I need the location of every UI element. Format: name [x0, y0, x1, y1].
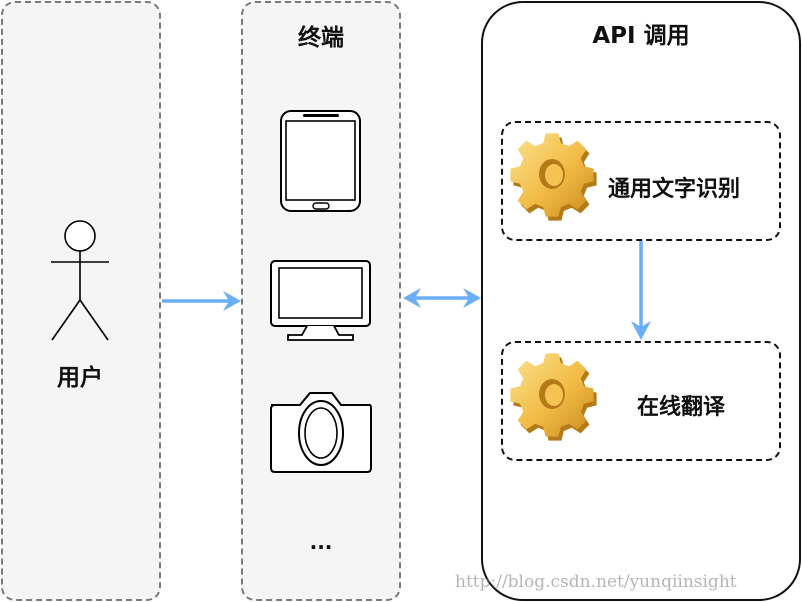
- translate-service-label: 在线翻译: [637, 395, 726, 420]
- ocr-to-translate-arrow: [631, 241, 651, 340]
- terminal-more-label: ...: [309, 530, 333, 554]
- terminal-api-bidirectional-arrow: [403, 288, 481, 308]
- api-title: API 调用: [592, 23, 690, 49]
- monitor-icon: [270, 260, 371, 341]
- user-label: 用户: [57, 365, 103, 391]
- gear-icon: [510, 133, 597, 221]
- user-to-terminal-arrow: [162, 291, 241, 311]
- camera-icon: [270, 392, 372, 473]
- watermark-text: http://blog.csdn.net/yunqiinsight: [455, 572, 737, 592]
- ocr-service-label: 通用文字识别: [608, 177, 741, 202]
- user-stick-figure-icon: [51, 220, 109, 341]
- tablet-icon: [280, 110, 361, 212]
- terminal-title: 终端: [298, 25, 344, 51]
- gear-icon: [510, 353, 597, 441]
